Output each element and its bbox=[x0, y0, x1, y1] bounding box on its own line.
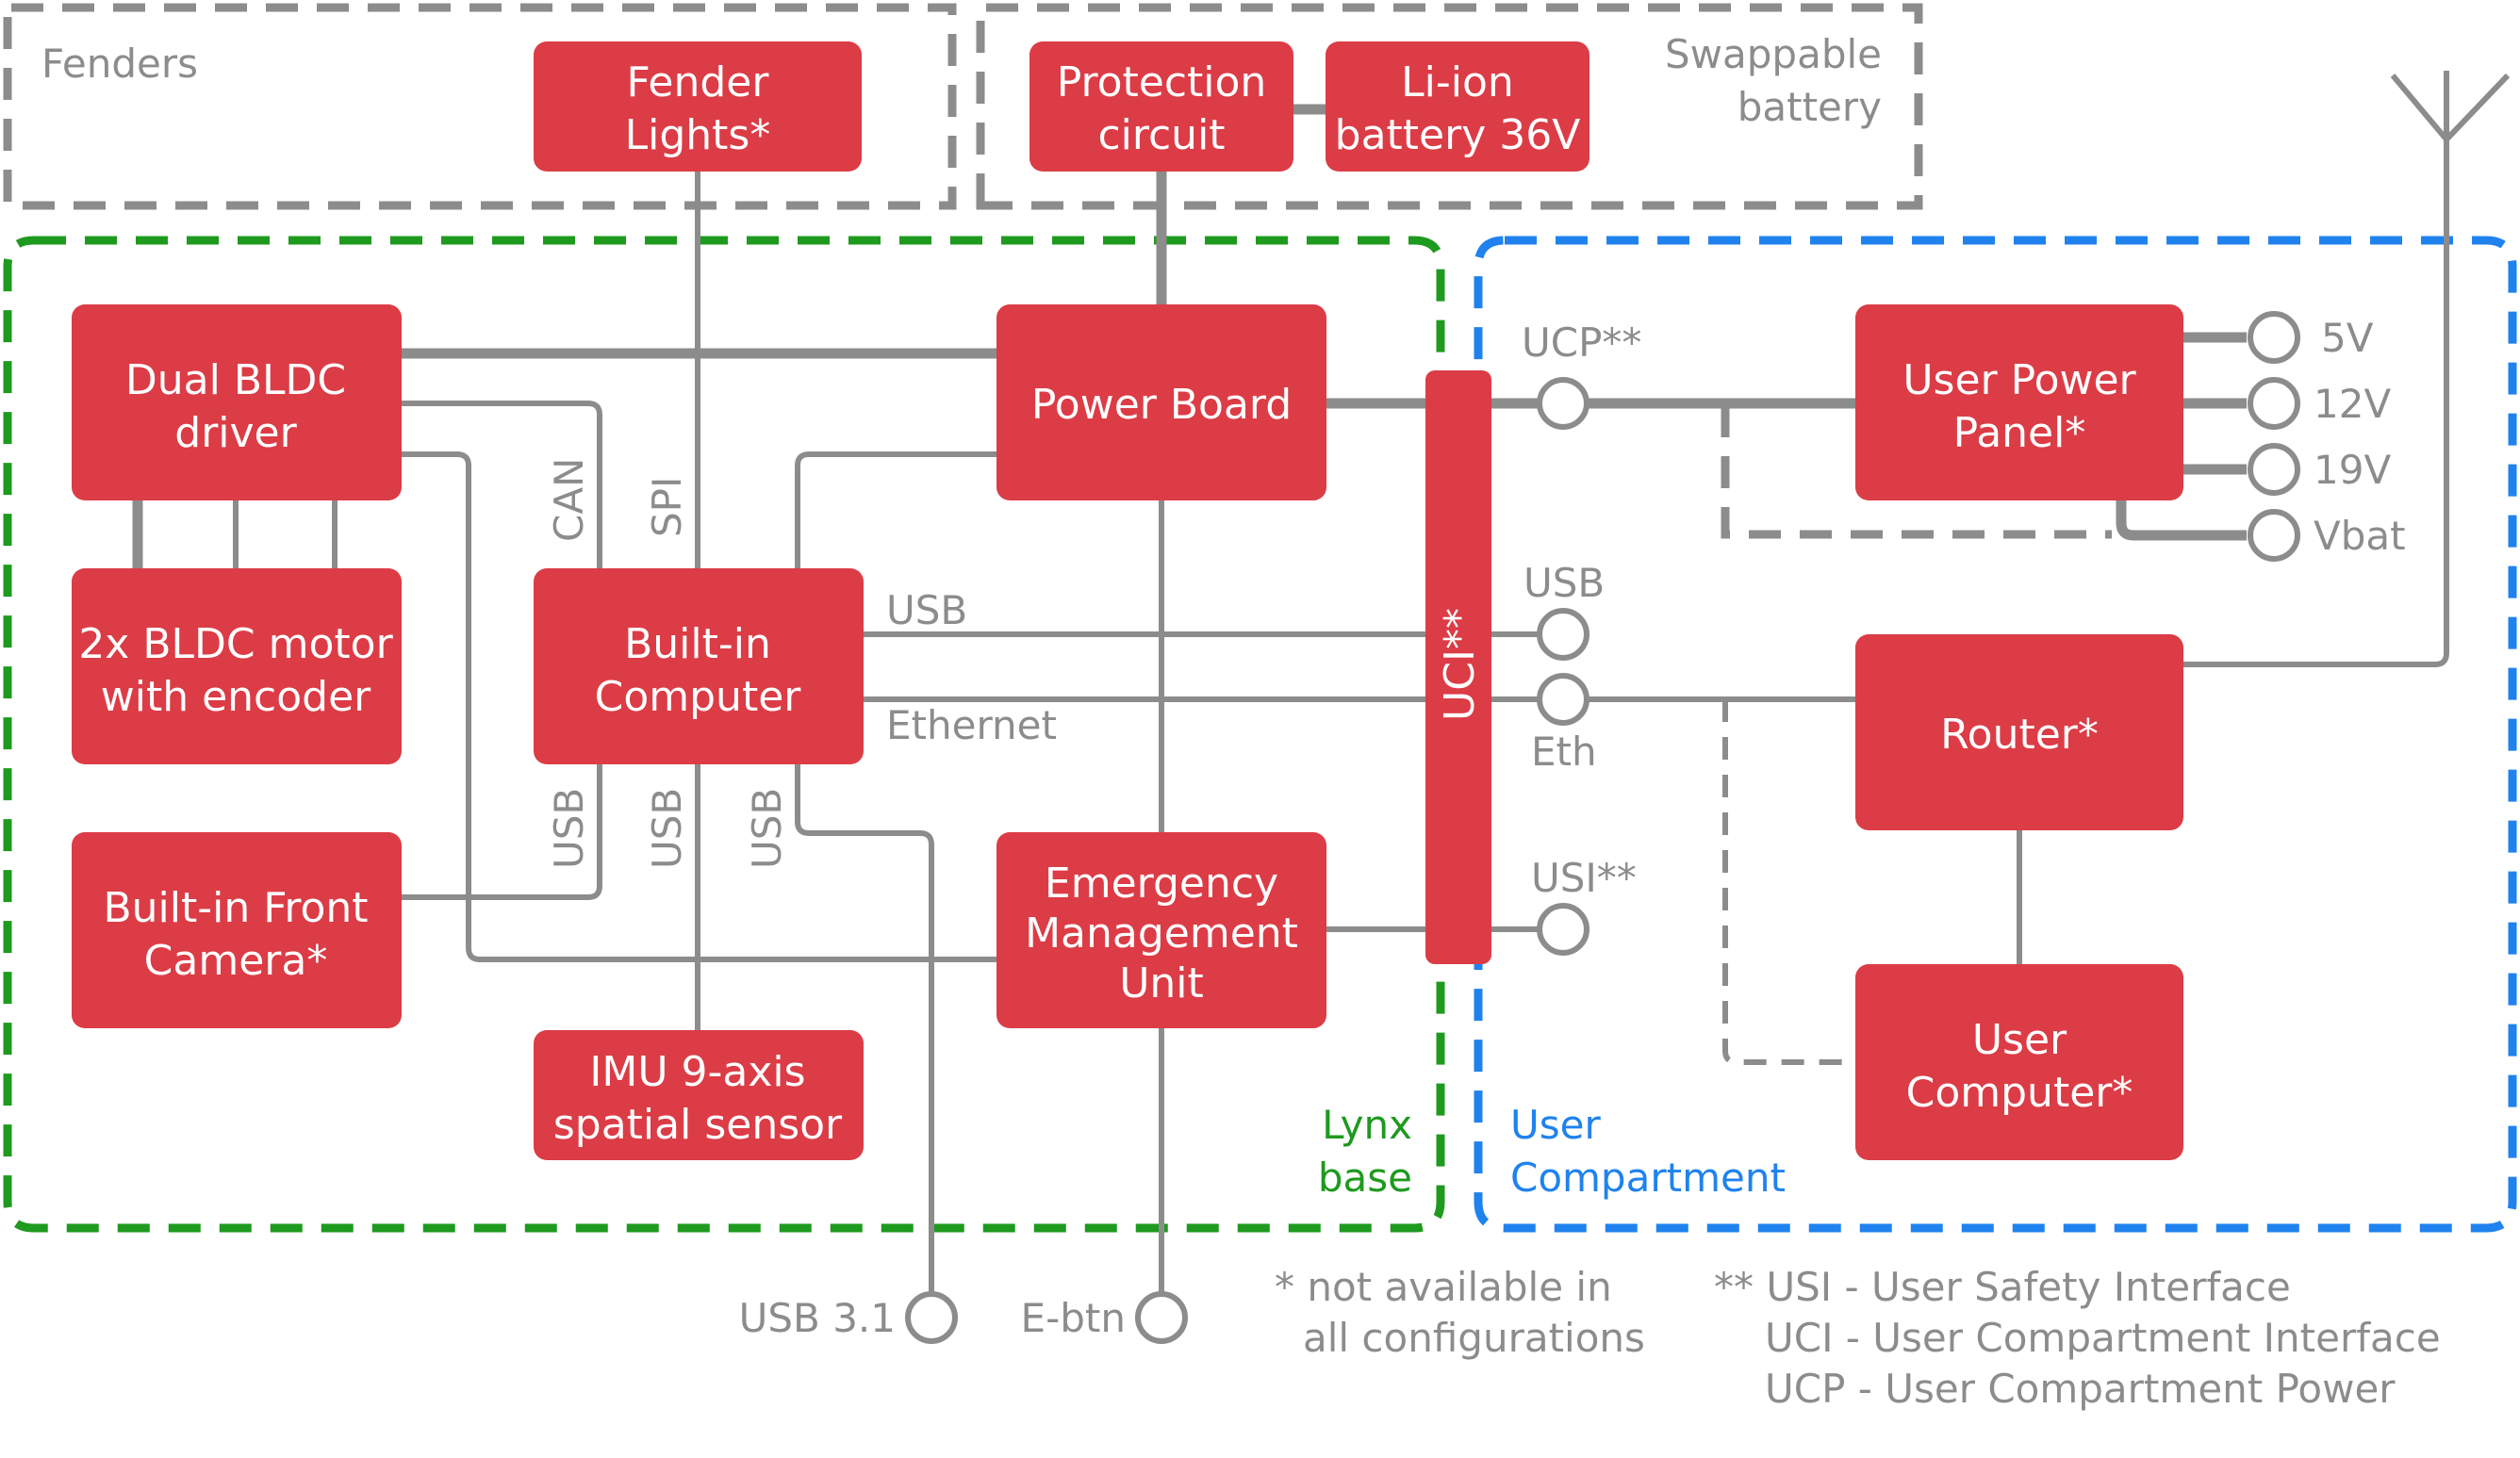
computer-label-2: Computer bbox=[595, 673, 802, 721]
usi-port-label: USI** bbox=[1531, 855, 1637, 901]
swappable-label-1: Swappable bbox=[1665, 31, 1882, 77]
port-vbat[interactable] bbox=[2248, 509, 2300, 562]
usi-port[interactable] bbox=[1537, 903, 1589, 956]
imu-label-1: IMU 9-axis bbox=[589, 1048, 805, 1096]
user-compartment-label-1: User bbox=[1510, 1102, 1601, 1148]
usb-vertical-label-1: USB bbox=[546, 788, 592, 869]
ethernet-link-label: Ethernet bbox=[886, 702, 1057, 748]
ucp-port-label: UCP** bbox=[1522, 319, 1641, 366]
fender-lights-label-2: Lights* bbox=[625, 111, 771, 159]
ports bbox=[905, 311, 2300, 1344]
bldc-motor-block[interactable]: 2x BLDC motor with encoder bbox=[72, 568, 402, 764]
footnote-double-star-line-3: UCP - User Compartment Power bbox=[1765, 1366, 2396, 1412]
footnote-double-star-line-2: UCI - User Compartment Interface bbox=[1765, 1315, 2441, 1361]
lynx-base-label-1: Lynx bbox=[1322, 1102, 1412, 1148]
emergency-management-unit-block[interactable]: Emergency Management Unit bbox=[996, 832, 1326, 1028]
camera-label-2: Camera* bbox=[144, 937, 328, 985]
footnote-star-line-1: * not available in bbox=[1275, 1264, 1612, 1310]
power-board-block[interactable]: Power Board bbox=[996, 304, 1326, 500]
label-5v: 5V bbox=[2321, 315, 2374, 361]
eth-port-label: Eth bbox=[1531, 729, 1597, 775]
imu-label-2: spatial sensor bbox=[553, 1101, 843, 1149]
user-power-panel-block[interactable]: User Power Panel* bbox=[1855, 304, 2183, 500]
camera-usb-wire bbox=[399, 763, 602, 900]
usb-port-label: USB bbox=[1524, 560, 1605, 606]
can-label: CAN bbox=[546, 458, 592, 542]
blocks: Fender Lights* Protection circuit Li-ion… bbox=[72, 41, 2183, 1160]
usb31-port-label: USB 3.1 bbox=[739, 1295, 896, 1341]
usb-vertical-label-3: USB bbox=[744, 788, 790, 869]
footnote-double-star-line-1: ** USI - User Safety Interface bbox=[1714, 1264, 2291, 1310]
region-borders bbox=[3, 3, 2517, 1233]
battery-label-1: Li-ion bbox=[1401, 58, 1514, 106]
port-5v[interactable] bbox=[2248, 311, 2300, 364]
battery-label-2: battery 36V bbox=[1335, 111, 1581, 159]
user-compartment-label-2: Compartment bbox=[1510, 1155, 1786, 1201]
e-btn-port-label: E-btn bbox=[1021, 1295, 1126, 1341]
lynx-base-label-2: base bbox=[1318, 1155, 1412, 1201]
antenna-icon bbox=[2390, 71, 2511, 142]
emergency-label-3: Unit bbox=[1119, 959, 1204, 1007]
router-label: Router* bbox=[1940, 711, 2099, 759]
user-compartment-region-border bbox=[1474, 236, 2517, 1233]
dual-bldc-to-emergency-unit-wire bbox=[399, 451, 999, 962]
eth-port[interactable] bbox=[1537, 673, 1589, 726]
usb31-port[interactable] bbox=[905, 1291, 958, 1344]
uci-bar-label: UCI** bbox=[1436, 608, 1484, 721]
motor-label-2: with encoder bbox=[101, 673, 371, 721]
labels: Fenders Swappable battery Lynx base User… bbox=[41, 31, 2441, 1412]
footnote-star-line-2: all configurations bbox=[1303, 1315, 1645, 1361]
emergency-label-2: Management bbox=[1025, 909, 1298, 958]
li-ion-battery-block[interactable]: Li-ion battery 36V bbox=[1326, 41, 1589, 172]
user-computer-label-2: Computer* bbox=[1906, 1069, 2133, 1117]
dual-bldc-label-2: driver bbox=[174, 409, 297, 457]
protection-label-2: circuit bbox=[1097, 111, 1225, 159]
port-12v[interactable] bbox=[2248, 377, 2300, 430]
usb31-wire bbox=[795, 763, 934, 1296]
user-computer-optional-link bbox=[1722, 699, 1855, 1065]
built-in-computer-block[interactable]: Built-in Computer bbox=[534, 568, 864, 764]
computer-label-1: Built-in bbox=[624, 620, 771, 668]
spi-label: SPI bbox=[644, 477, 690, 537]
usb-port[interactable] bbox=[1537, 608, 1589, 661]
emergency-label-1: Emergency bbox=[1045, 860, 1278, 908]
lynx-base-region-border bbox=[3, 236, 1445, 1233]
motor-label-1: 2x BLDC motor bbox=[78, 620, 393, 668]
swappable-label-2: battery bbox=[1738, 84, 1882, 130]
swappable-battery-region-border bbox=[976, 3, 1923, 210]
can-bus-wire bbox=[399, 401, 602, 570]
ucp-port[interactable] bbox=[1537, 377, 1589, 430]
user-power-label-1: User Power bbox=[1902, 356, 2136, 404]
fender-lights-block[interactable]: Fender Lights* bbox=[534, 41, 862, 172]
fenders-region-label: Fenders bbox=[41, 41, 198, 87]
e-btn-port[interactable] bbox=[1135, 1291, 1188, 1344]
user-power-label-2: Panel* bbox=[1953, 409, 2086, 457]
label-19v: 19V bbox=[2314, 447, 2391, 493]
label-12v: 12V bbox=[2314, 381, 2391, 427]
dual-bldc-label-1: Dual BLDC bbox=[125, 356, 346, 404]
uci-bar[interactable]: UCI** bbox=[1425, 370, 1491, 964]
power-board-to-computer-wire bbox=[795, 451, 999, 570]
usb-link-label: USB bbox=[886, 587, 967, 633]
router-antenna-wire bbox=[2181, 139, 2449, 667]
protection-label-1: Protection bbox=[1057, 58, 1267, 106]
usb-vertical-label-2: USB bbox=[644, 788, 690, 869]
front-camera-block[interactable]: Built-in Front Camera* bbox=[72, 832, 402, 1028]
protection-circuit-block[interactable]: Protection circuit bbox=[1029, 41, 1293, 172]
dual-bldc-driver-block[interactable]: Dual BLDC driver bbox=[72, 304, 402, 500]
label-vbat: Vbat bbox=[2314, 513, 2406, 559]
camera-label-1: Built-in Front bbox=[103, 884, 368, 932]
fenders-region-border bbox=[3, 3, 957, 210]
imu-sensor-block[interactable]: IMU 9-axis spatial sensor bbox=[534, 1030, 864, 1160]
router-block[interactable]: Router* bbox=[1855, 634, 2183, 830]
port-19v[interactable] bbox=[2248, 443, 2300, 496]
user-computer-block[interactable]: User Computer* bbox=[1855, 964, 2183, 1160]
rail-vbat-wire bbox=[2116, 500, 2247, 541]
fender-lights-label-1: Fender bbox=[627, 58, 770, 106]
user-power-optional-border bbox=[1721, 405, 2112, 539]
power-board-label: Power Board bbox=[1031, 381, 1292, 429]
user-computer-label-1: User bbox=[1972, 1016, 2067, 1064]
